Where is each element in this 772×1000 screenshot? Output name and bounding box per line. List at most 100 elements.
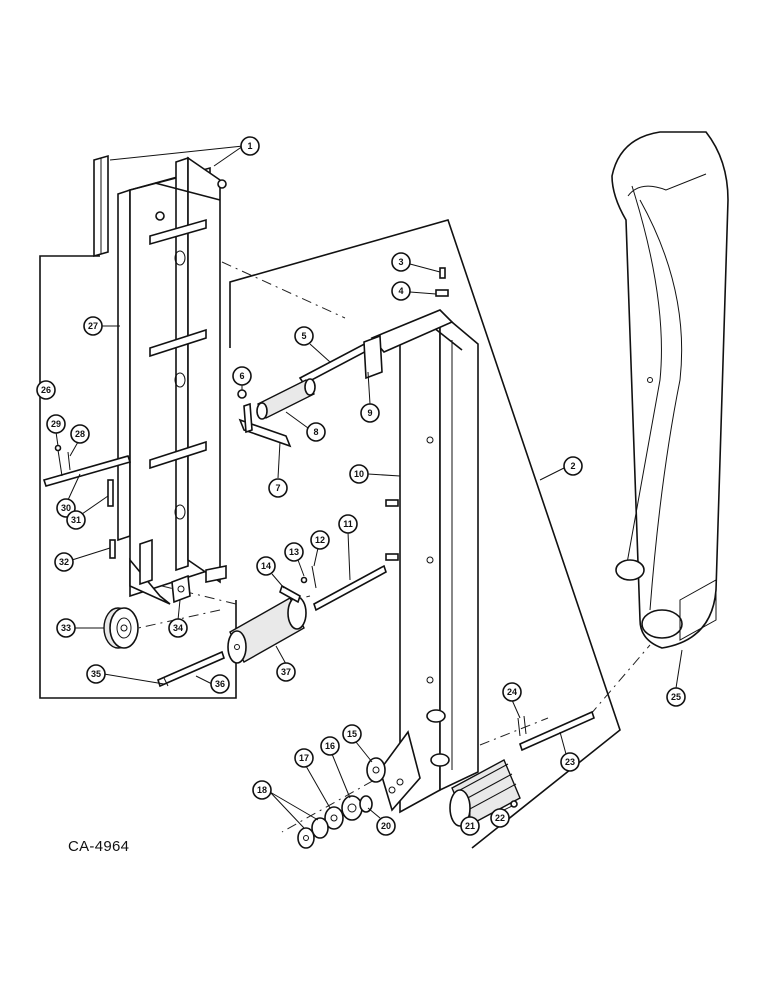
svg-text:28: 28 bbox=[75, 429, 85, 439]
svg-text:33: 33 bbox=[61, 623, 71, 633]
svg-text:30: 30 bbox=[61, 503, 71, 513]
spacer-part-14 bbox=[279, 584, 301, 604]
bracket-part-7 bbox=[238, 402, 292, 448]
centerline bbox=[119, 609, 221, 633]
svg-text:17: 17 bbox=[299, 753, 309, 763]
washer-part-6 bbox=[237, 389, 247, 399]
callout-1: 1 bbox=[109, 136, 260, 167]
group-26-bracket bbox=[39, 255, 237, 699]
pin-part-12 bbox=[311, 565, 317, 589]
svg-text:27: 27 bbox=[88, 321, 98, 331]
callout-12: 12 bbox=[310, 530, 330, 567]
svg-text:10: 10 bbox=[354, 469, 364, 479]
shaft-part-11 bbox=[313, 564, 387, 612]
bracket-part-9 bbox=[363, 334, 383, 380]
callout-37: 37 bbox=[275, 645, 296, 682]
shaft-part-36 bbox=[157, 650, 225, 688]
washer-part-17 bbox=[324, 806, 344, 830]
callout-14: 14 bbox=[256, 556, 285, 589]
svg-text:3: 3 bbox=[398, 257, 403, 267]
svg-text:1: 1 bbox=[247, 141, 252, 151]
svg-text:37: 37 bbox=[281, 667, 291, 677]
svg-text:21: 21 bbox=[465, 821, 475, 831]
callout-27: 27 bbox=[83, 316, 120, 336]
callout-7: 7 bbox=[268, 441, 288, 498]
callout-20: 20 bbox=[367, 807, 396, 836]
callout-22: 22 bbox=[490, 805, 513, 828]
svg-text:35: 35 bbox=[91, 669, 101, 679]
svg-text:2: 2 bbox=[570, 461, 575, 471]
bolt-part-22 bbox=[510, 800, 518, 808]
roller-part-8 bbox=[256, 378, 316, 420]
svg-text:24: 24 bbox=[507, 687, 517, 697]
callout-32: 32 bbox=[54, 547, 111, 572]
svg-text:6: 6 bbox=[239, 371, 244, 381]
callout-18: 18 bbox=[252, 780, 319, 829]
callout-3: 3 bbox=[391, 252, 441, 273]
bolt-part-32 bbox=[109, 539, 116, 559]
bolt-part-31 bbox=[107, 479, 114, 507]
svg-text:25: 25 bbox=[671, 692, 681, 702]
collar-part-20 bbox=[359, 795, 373, 813]
svg-text:15: 15 bbox=[347, 729, 357, 739]
belt-cover-part-25 bbox=[611, 131, 729, 649]
centerline bbox=[221, 261, 346, 319]
svg-text:36: 36 bbox=[215, 679, 225, 689]
bearing-part-18 bbox=[297, 817, 329, 849]
svg-text:9: 9 bbox=[367, 408, 372, 418]
svg-text:13: 13 bbox=[289, 547, 299, 557]
callout-9: 9 bbox=[360, 371, 380, 423]
callout-26: 26 bbox=[36, 380, 56, 400]
nut-part-4 bbox=[435, 289, 449, 297]
callout-35: 35 bbox=[86, 664, 165, 685]
svg-text:31: 31 bbox=[71, 515, 81, 525]
callout-10: 10 bbox=[349, 464, 401, 484]
svg-text:14: 14 bbox=[261, 561, 271, 571]
svg-text:18: 18 bbox=[257, 785, 267, 795]
drive-roller-part-21 bbox=[449, 759, 521, 827]
svg-text:32: 32 bbox=[59, 557, 69, 567]
callout-15: 15 bbox=[342, 724, 373, 763]
svg-text:16: 16 bbox=[325, 741, 335, 751]
pin-part-24 bbox=[517, 715, 527, 737]
svg-text:26: 26 bbox=[41, 385, 51, 395]
callout-34: 34 bbox=[168, 599, 188, 638]
housing-part-10 bbox=[370, 309, 479, 814]
centerline bbox=[479, 717, 549, 746]
roller-part-37 bbox=[227, 596, 307, 664]
svg-text:20: 20 bbox=[381, 821, 391, 831]
callout-2: 2 bbox=[539, 456, 583, 481]
callout-36: 36 bbox=[195, 674, 230, 694]
callout-11: 11 bbox=[338, 514, 358, 581]
bracket-part-34 bbox=[171, 574, 191, 604]
washer-part-13 bbox=[300, 576, 308, 584]
callout-6: 6 bbox=[232, 366, 252, 390]
callout-16: 16 bbox=[320, 736, 351, 799]
svg-text:7: 7 bbox=[275, 483, 280, 493]
svg-text:11: 11 bbox=[343, 519, 353, 529]
callout-17: 17 bbox=[294, 748, 331, 809]
elevator-frame-part-27 bbox=[117, 156, 227, 605]
svg-text:23: 23 bbox=[565, 757, 575, 767]
callout-8: 8 bbox=[285, 411, 326, 442]
svg-text:5: 5 bbox=[301, 331, 306, 341]
shaft-part-23 bbox=[519, 710, 595, 752]
callout-21: 21 bbox=[460, 808, 480, 836]
svg-text:29: 29 bbox=[51, 419, 61, 429]
callout-13: 13 bbox=[284, 542, 305, 577]
svg-text:8: 8 bbox=[313, 427, 318, 437]
callout-33: 33 bbox=[56, 618, 104, 638]
callout-24: 24 bbox=[502, 682, 522, 719]
svg-text:34: 34 bbox=[173, 623, 183, 633]
bolt-part-3 bbox=[439, 267, 446, 279]
drawing-code-label: CA-4964 bbox=[68, 838, 130, 855]
callout-28: 28 bbox=[69, 424, 90, 457]
shaft-part-30 bbox=[42, 444, 132, 487]
callout-29: 29 bbox=[46, 414, 66, 447]
callout-25: 25 bbox=[666, 649, 686, 707]
centerline bbox=[589, 644, 651, 716]
svg-text:22: 22 bbox=[495, 813, 505, 823]
callout-31: 31 bbox=[66, 495, 109, 530]
callout-23: 23 bbox=[559, 731, 580, 772]
